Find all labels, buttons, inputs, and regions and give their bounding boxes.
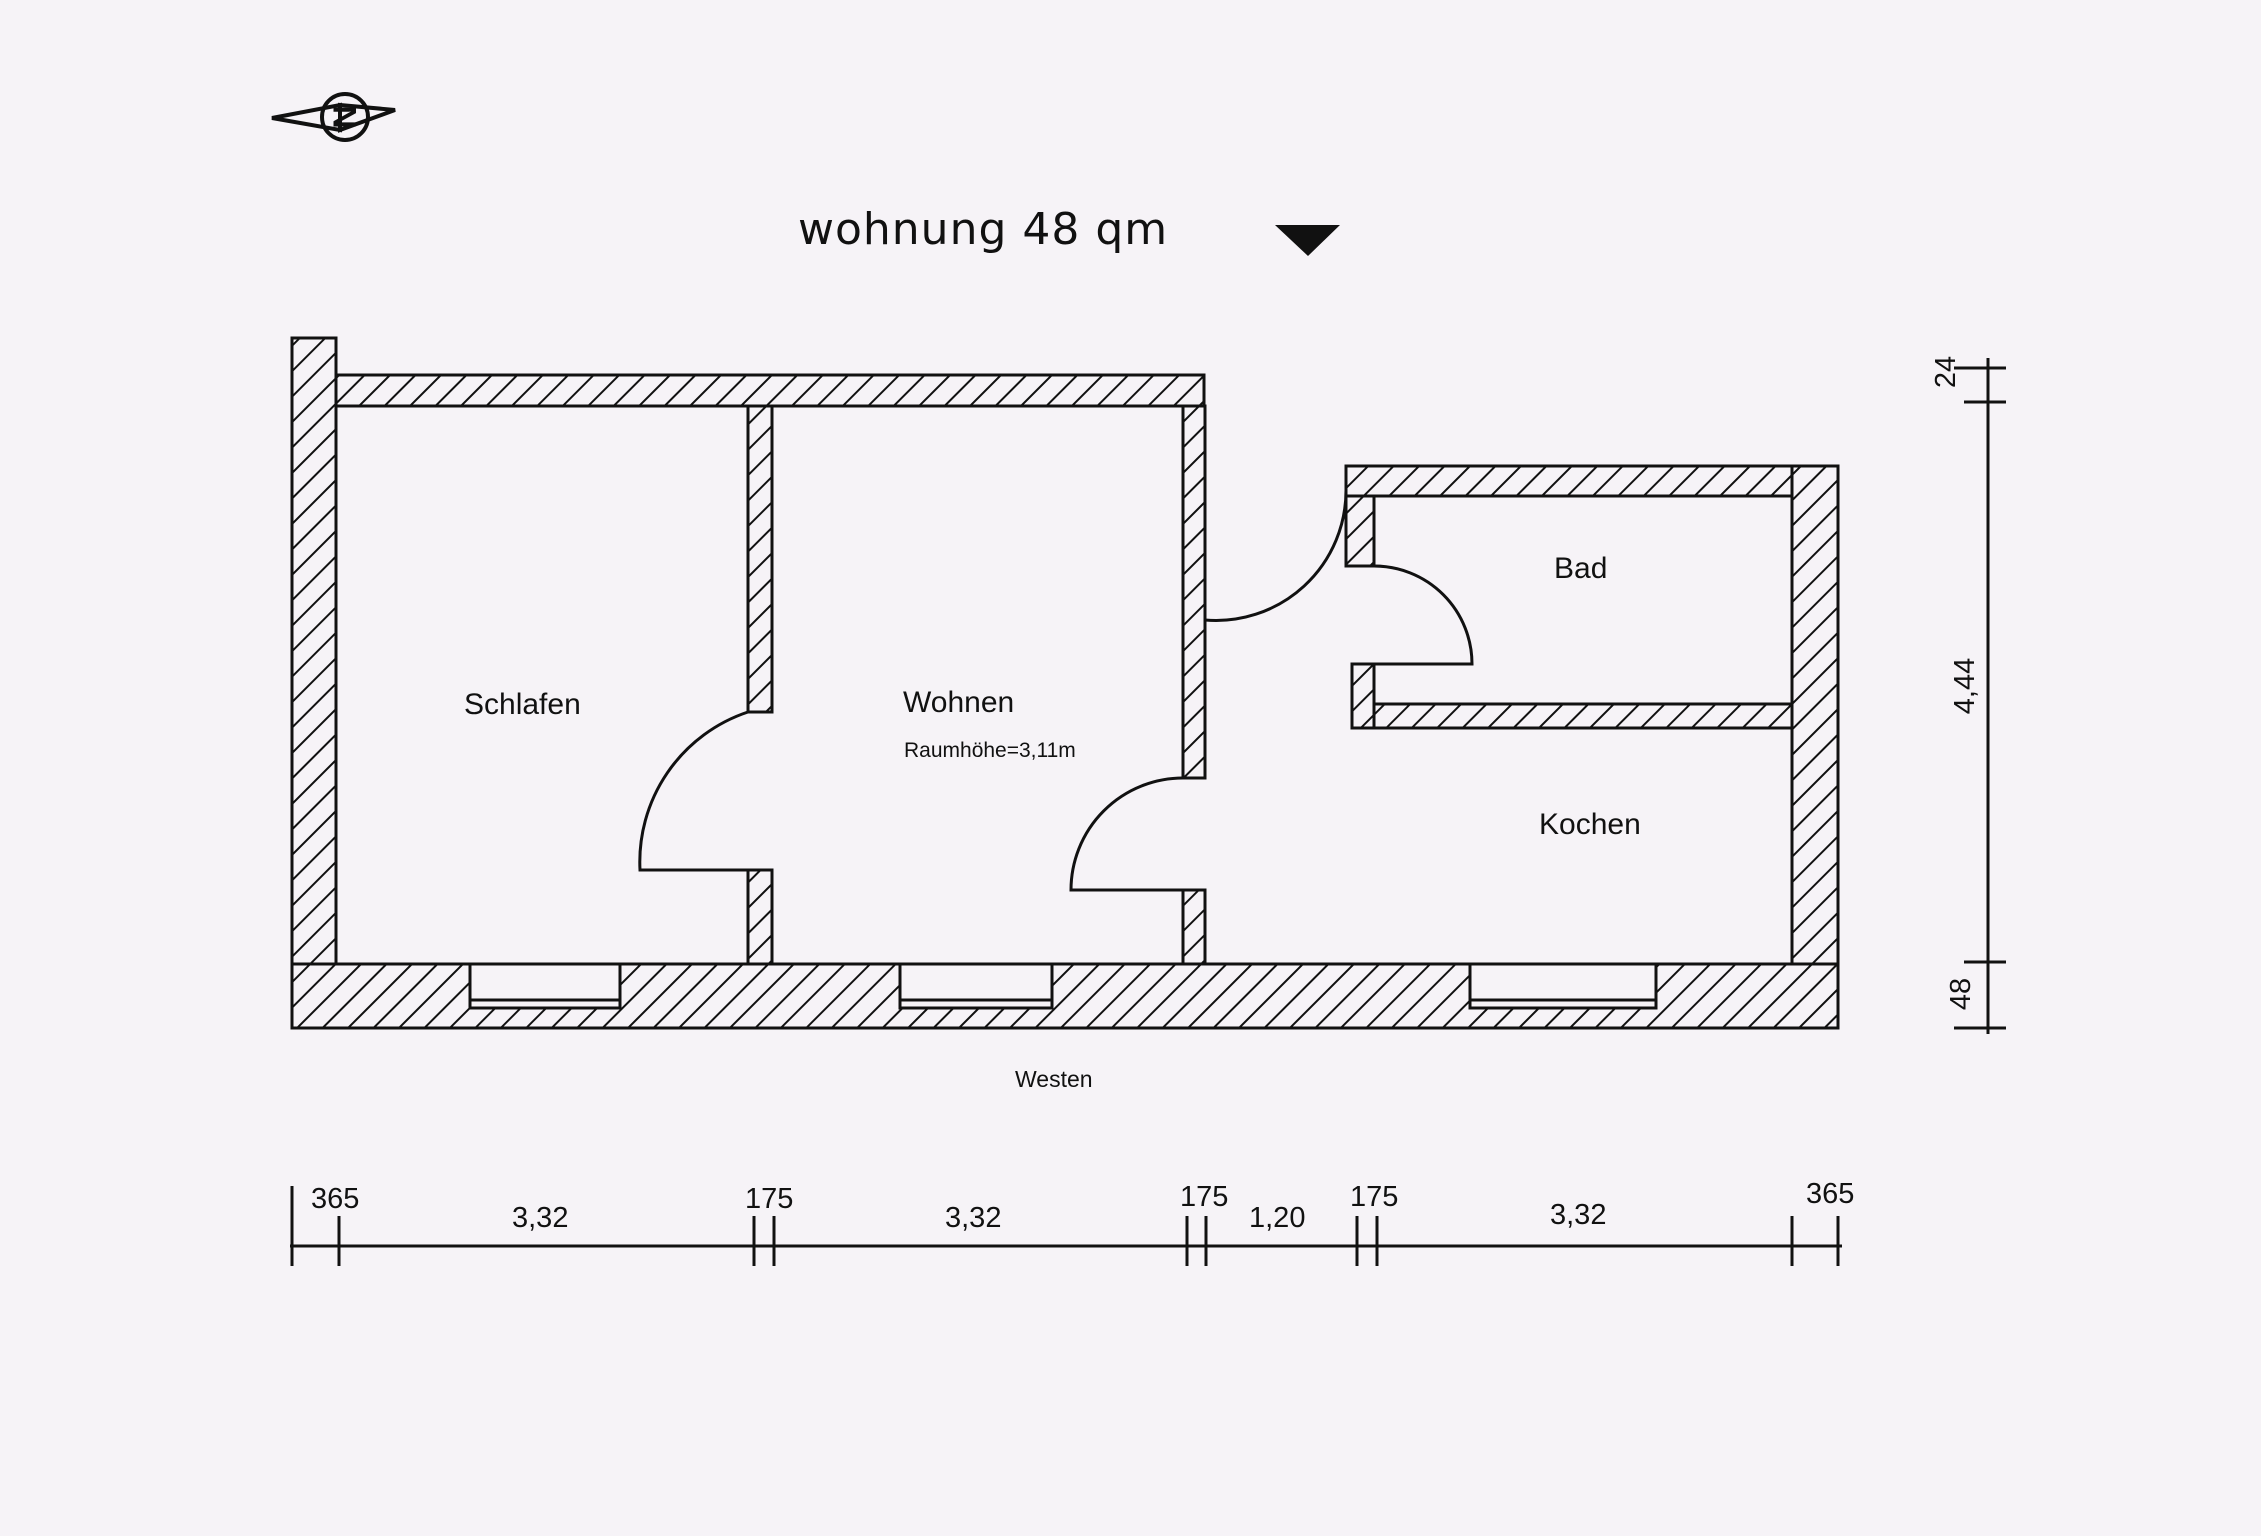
wall-bad-left-upper — [1344, 494, 1376, 568]
north-arrow-icon: N — [271, 92, 396, 142]
dim-v-0: 24 — [1930, 356, 1962, 388]
dim-h-3: 3,32 — [945, 1202, 1001, 1234]
dim-h-7: 3,32 — [1550, 1199, 1606, 1231]
room-label-schlafen: Schlafen — [464, 688, 581, 721]
plan-title: wohnung 48 qm — [798, 204, 1169, 255]
dim-h-0: 365 — [311, 1183, 359, 1215]
door-hall — [1204, 489, 1348, 622]
windows — [468, 962, 1658, 1010]
orientation-label: Westen — [1015, 1066, 1093, 1092]
wall-between-schlafen-wohnen-lower — [746, 868, 774, 966]
door-bad — [1373, 564, 1474, 666]
dimension-chain-horizontal — [290, 1186, 1842, 1266]
wall-between-schlafen-wohnen-upper — [746, 404, 774, 714]
wall-top — [334, 373, 1206, 408]
dim-h-8: 365 — [1806, 1178, 1854, 1210]
dim-v-1: 4,44 — [1949, 658, 1981, 714]
dimension-labels-horizontal: 365 3,32 175 3,32 175 1,20 175 3,32 365 — [311, 1178, 1854, 1234]
dim-h-4: 175 — [1180, 1181, 1228, 1213]
room-label-bad: Bad — [1554, 552, 1607, 585]
dim-h-5: 1,20 — [1249, 1202, 1305, 1234]
door-schlafen — [638, 710, 749, 872]
dim-h-6: 175 — [1350, 1181, 1398, 1213]
wall-right — [1790, 464, 1840, 966]
room-height-label: Raumhöhe=3,11m — [904, 739, 1076, 762]
door-wohnen — [1069, 776, 1184, 892]
dimension-chain-vertical — [1954, 358, 2006, 1034]
wall-wohnen-right-lower — [1181, 888, 1207, 966]
wall-bad-top — [1344, 464, 1794, 498]
wall-wohnen-right-upper — [1181, 404, 1207, 780]
wall-bad-left-lower — [1350, 662, 1376, 730]
dim-v-2: 48 — [1945, 978, 1977, 1010]
dimension-labels-vertical: 24 4,44 48 — [1930, 356, 1981, 1010]
room-label-wohnen: Wohnen — [903, 686, 1014, 719]
title-triangle-marker — [1275, 225, 1340, 256]
dim-h-2: 175 — [745, 1183, 793, 1215]
wall-left — [290, 336, 338, 1030]
wall-bad-bottom — [1372, 702, 1794, 730]
doors — [638, 460, 1474, 892]
dim-h-1: 3,32 — [512, 1202, 568, 1234]
north-letter: N — [327, 105, 363, 128]
room-label-kochen: Kochen — [1539, 808, 1641, 841]
walls — [290, 336, 1840, 1030]
